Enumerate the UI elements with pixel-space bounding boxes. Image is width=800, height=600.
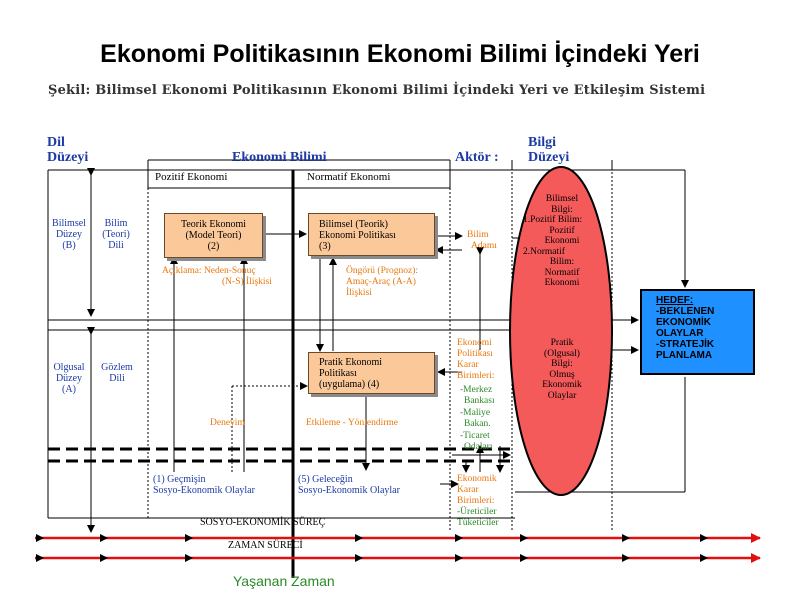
aktor-header: Aktör :: [455, 150, 499, 165]
aciklama-label: Açıklama: Neden-Sonuç(N-S) İlişkisi: [162, 266, 272, 287]
ongoru-label: Öngörü (Prognoz):Amaç-Araç (A-A)İlişkisi: [346, 266, 419, 298]
figure-caption: Şekil: Bilimsel Ekonomi Politikasının Ek…: [48, 83, 706, 98]
sosyo-ekonomik-surec-label: SOSYO-EKONOMİK SÜREÇ: [200, 517, 326, 528]
bilimsel-bilgi-text: Bilimsel Bilgi: 1.Pozitif Bilim: Pozitif…: [523, 194, 583, 288]
teorik-ekonomi-box: Teorik Ekonomi(Model Teori)(2): [164, 213, 263, 258]
normatif-ekonomi-label: Normatif Ekonomi: [307, 171, 391, 183]
knowledge-ellipse: [509, 166, 613, 496]
hedef-box: HEDEF: -BEKLENEN EKONOMİK OLAYLAR -STRAT…: [640, 289, 755, 375]
zaman-sureci-label: ZAMAN SÜRECİ: [228, 540, 303, 551]
page-title: Ekonomi Politikasının Ekonomi Bilimi İçi…: [100, 40, 700, 68]
pratik-bilgi-text: Pratik (Olgusal) Bilgi: Olmuş Ekonomik O…: [542, 338, 582, 401]
bilimsel-teorik-box: Bilimsel (Teorik)Ekonomi Politikası(3): [308, 213, 435, 256]
pozitif-ekonomi-label: Pozitif Ekonomi: [155, 171, 228, 183]
bilim-dili-label: Bilim(Teori)Dili: [102, 218, 130, 251]
ekonomi-bilimi-header: Ekonomi Bilimi: [232, 150, 327, 165]
deneyim-label: Deneyim: [210, 418, 245, 428]
yasanan-zaman-label: Yaşanan Zaman: [233, 573, 335, 589]
etkileme-label: Etkileme - Yönlendirme: [306, 418, 398, 428]
